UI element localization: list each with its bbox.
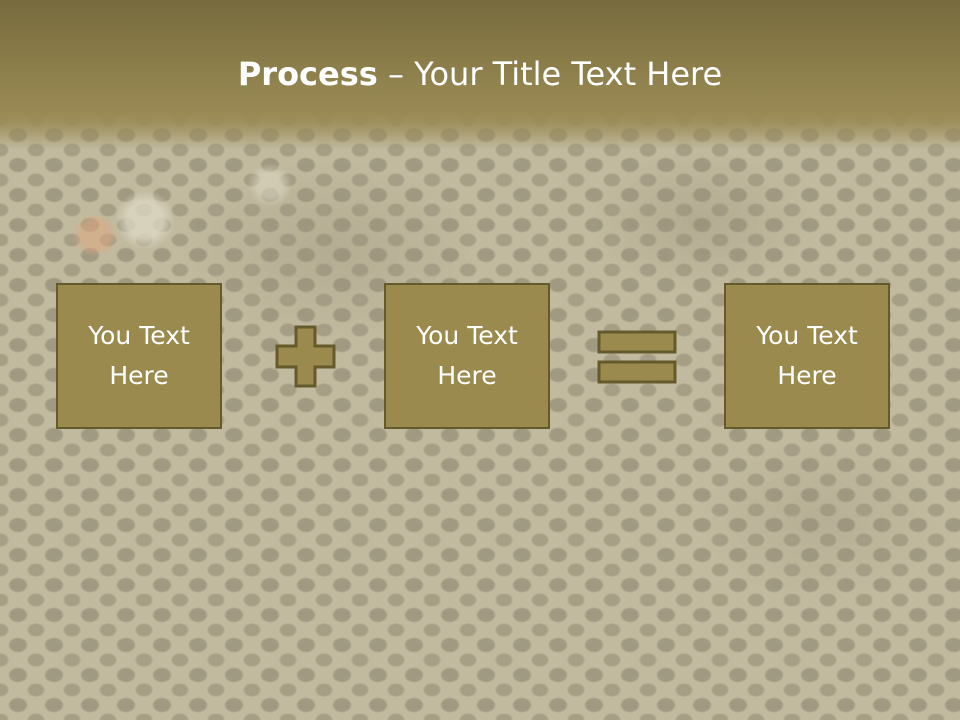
title-rest: – Your Title Text Here — [377, 55, 723, 93]
text-box-1-label: You Text Here — [88, 321, 190, 390]
text-box-2-label: You Text Here — [416, 321, 518, 390]
text-box-3[interactable]: You Text Here — [724, 283, 890, 429]
plus-icon — [275, 325, 336, 388]
title-bold: Process — [237, 55, 378, 93]
slide-title[interactable]: Process – Your Title Text Here — [0, 52, 960, 96]
text-box-3-label: You Text Here — [756, 321, 858, 390]
equals-icon — [597, 330, 677, 384]
text-box-1[interactable]: You Text Here — [56, 283, 222, 429]
text-box-2[interactable]: You Text Here — [384, 283, 550, 429]
title-bar — [0, 0, 960, 150]
